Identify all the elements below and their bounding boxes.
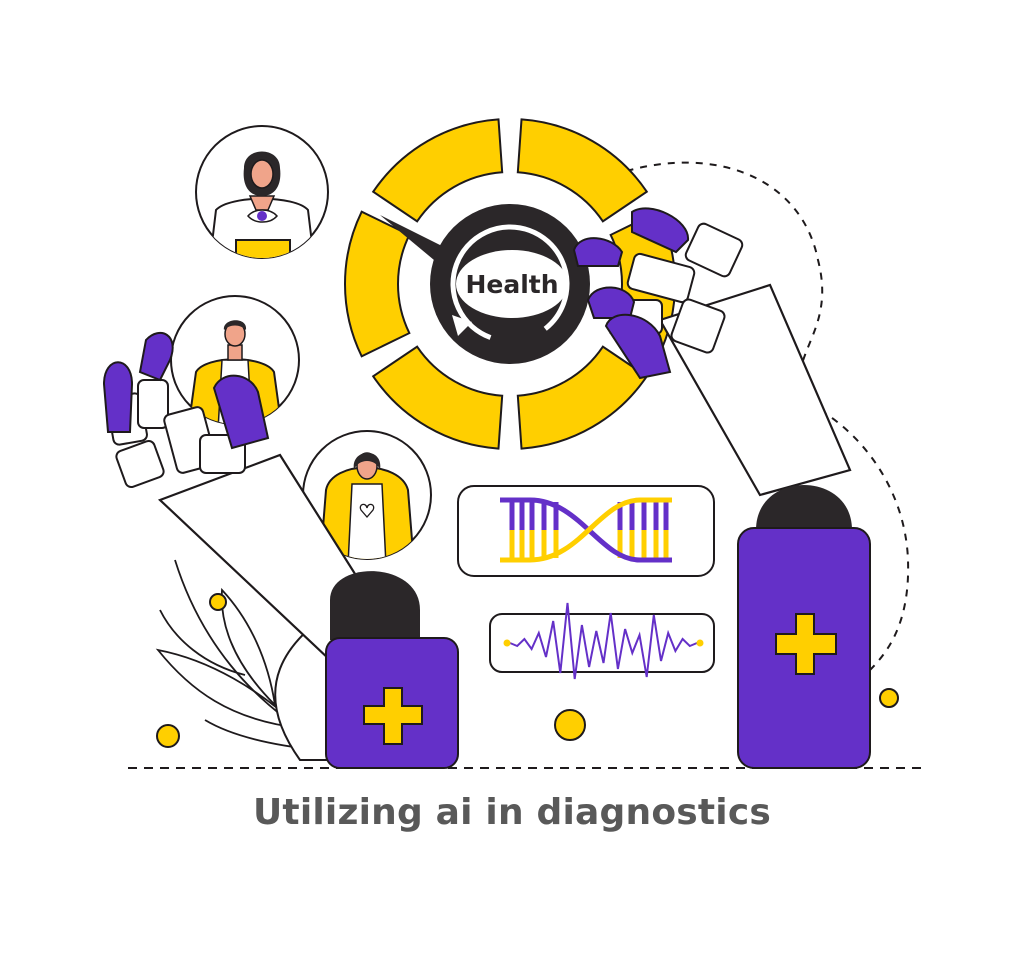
gauge-icon bbox=[344, 118, 676, 450]
heartbeat-wave-icon bbox=[509, 602, 698, 680]
gauge-pointer bbox=[380, 215, 450, 265]
gauge-segment bbox=[516, 118, 649, 223]
decor-dots bbox=[156, 593, 899, 748]
gauge-arrow bbox=[452, 315, 472, 336]
patient-avatar-woman-heart bbox=[302, 430, 432, 560]
heartbeat-panel bbox=[489, 602, 715, 680]
gauge-segment bbox=[371, 345, 504, 450]
right-robot-arm bbox=[572, 207, 871, 769]
gauge-segment bbox=[516, 345, 649, 450]
robot-hand-icon bbox=[102, 331, 270, 489]
health-gauge: Health bbox=[344, 118, 676, 450]
dna-helix-icon bbox=[509, 502, 669, 558]
dna-panel bbox=[457, 485, 715, 577]
caption: Utilizing ai in diagnostics bbox=[252, 792, 772, 833]
patient-avatar-woman-eye bbox=[195, 125, 329, 259]
gauge-segment bbox=[344, 210, 411, 358]
left-robot-arm bbox=[102, 331, 459, 769]
medical-cross-icon bbox=[775, 613, 837, 675]
gauge-segment bbox=[371, 118, 504, 223]
medical-cross-icon bbox=[363, 687, 423, 745]
hub-label: Health bbox=[465, 270, 558, 299]
